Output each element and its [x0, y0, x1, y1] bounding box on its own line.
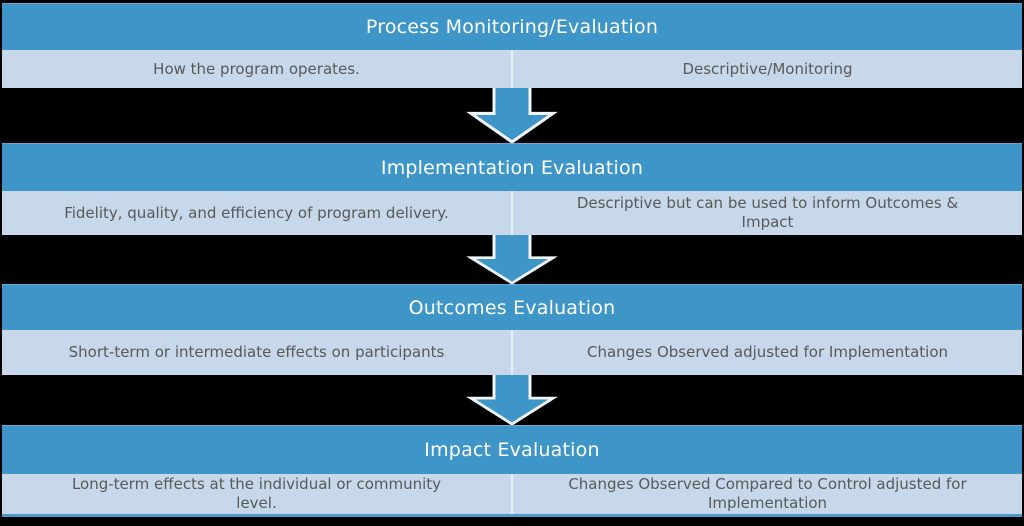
- detail-left-cell: Long-term effects at the individual or c…: [2, 474, 511, 514]
- detail-left-text: Fidelity, quality, and efficiency of pro…: [64, 203, 449, 222]
- detail-right-text: Descriptive/Monitoring: [682, 59, 853, 78]
- section-detail-row: How the program operates. Descriptive/Mo…: [2, 50, 1022, 88]
- column-divider: [511, 191, 513, 235]
- detail-right-cell: Changes Observed adjusted for Implementa…: [513, 330, 1022, 375]
- section-title: Impact Evaluation: [2, 425, 1022, 474]
- section-detail-row: Fidelity, quality, and efficiency of pro…: [2, 191, 1022, 235]
- detail-left-cell: Short-term or intermediate effects on pa…: [2, 330, 511, 375]
- detail-right-text: Changes Observed Compared to Control adj…: [568, 475, 967, 512]
- detail-right-cell: Descriptive but can be used to inform Ou…: [513, 191, 1022, 235]
- section-implementation: Implementation Evaluation Fidelity, qual…: [2, 143, 1022, 235]
- detail-left-cell: Fidelity, quality, and efficiency of pro…: [2, 191, 511, 235]
- section-outcomes: Outcomes Evaluation Short-term or interm…: [2, 284, 1022, 375]
- section-process-monitoring: Process Monitoring/Evaluation How the pr…: [2, 3, 1022, 88]
- detail-right-cell: Changes Observed Compared to Control adj…: [513, 474, 1022, 514]
- detail-left-text: Short-term or intermediate effects on pa…: [68, 343, 445, 362]
- detail-right-text: Descriptive but can be used to inform Ou…: [576, 194, 959, 231]
- section-title: Process Monitoring/Evaluation: [2, 3, 1022, 50]
- down-arrow-icon: [466, 235, 558, 284]
- section-title: Implementation Evaluation: [2, 143, 1022, 191]
- bottom-border-line: [2, 514, 1022, 517]
- section-detail-row: Short-term or intermediate effects on pa…: [2, 330, 1022, 375]
- detail-right-cell: Descriptive/Monitoring: [513, 50, 1022, 88]
- down-arrow-icon: [466, 88, 558, 143]
- detail-left-text: Long-term effects at the individual or c…: [71, 475, 442, 512]
- flow-connector: [2, 88, 1022, 143]
- detail-right-text: Changes Observed adjusted for Implementa…: [586, 343, 949, 362]
- flow-connector: [2, 235, 1022, 284]
- section-detail-row: Long-term effects at the individual or c…: [2, 474, 1022, 514]
- flow-connector: [2, 375, 1022, 425]
- section-title: Outcomes Evaluation: [2, 284, 1022, 330]
- column-divider: [511, 330, 513, 375]
- detail-left-cell: How the program operates.: [2, 50, 511, 88]
- down-arrow-icon: [466, 375, 558, 425]
- column-divider: [511, 474, 513, 514]
- column-divider: [511, 50, 513, 88]
- section-impact: Impact Evaluation Long-term effects at t…: [2, 425, 1022, 514]
- detail-left-text: How the program operates.: [153, 59, 360, 78]
